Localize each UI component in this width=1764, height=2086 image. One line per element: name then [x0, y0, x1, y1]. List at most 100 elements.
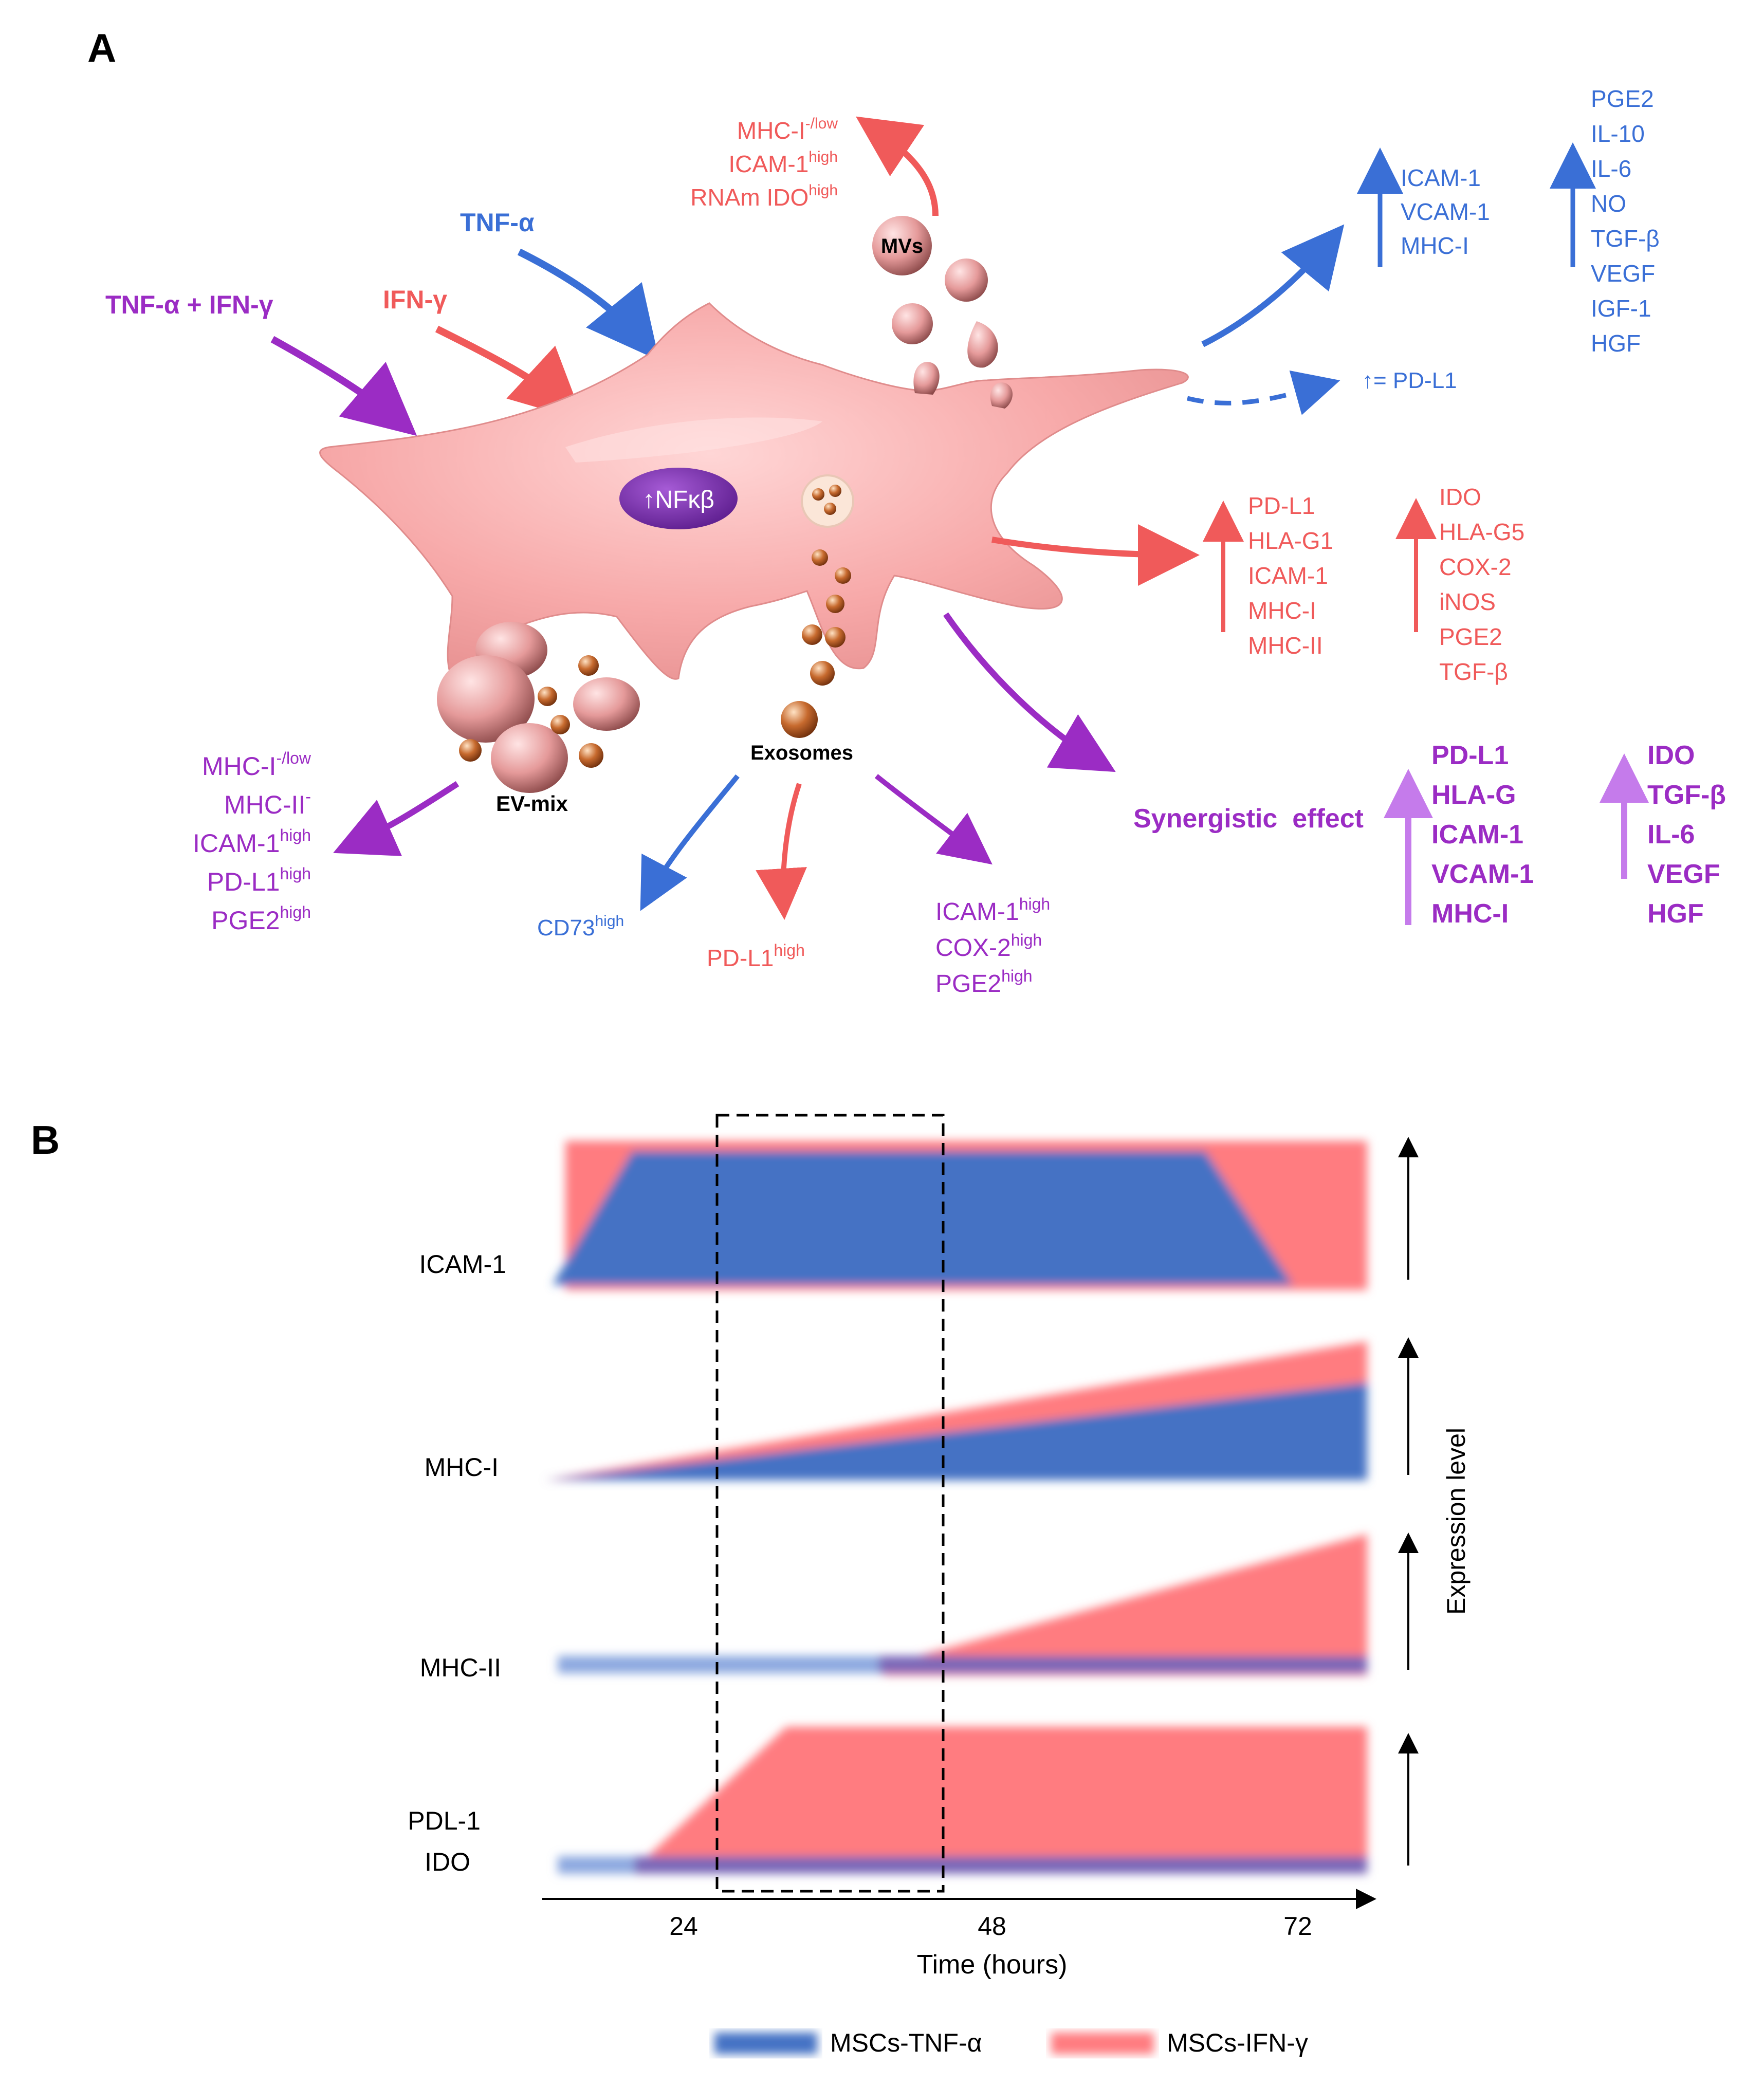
exosome-purple-list: ICAM-1high COX-2high PGE2high: [935, 895, 1050, 998]
stimulus-tnf-label: TNF-α: [460, 208, 535, 237]
ev-mix-exosome: [578, 655, 599, 676]
tnf-arrow: [517, 248, 659, 361]
x-axis-label: Time (hours): [917, 1950, 1068, 1980]
ifn-secreted-item: IDO: [1439, 484, 1481, 510]
ev-mix-vesicle: [437, 655, 535, 743]
cell-highlight: [565, 417, 822, 463]
ev-mix-item: PGE2high: [211, 903, 311, 935]
mhc1-band: [545, 1341, 1367, 1480]
mvs-item: ICAM-1high: [728, 149, 838, 177]
combo-arrow: [270, 336, 417, 436]
ifn-output-arrow: [991, 524, 1200, 586]
panel-a-label: A: [87, 25, 116, 70]
ev-mix-label: EV-mix: [496, 791, 568, 816]
exosome: [835, 567, 851, 584]
exosome: [810, 661, 835, 686]
pdl1-ido-red-area: [632, 1727, 1367, 1873]
icam1-band: [553, 1141, 1367, 1290]
legend-swatch-tnf: [714, 2033, 817, 2054]
icam1-blue-area: [553, 1151, 1293, 1285]
ev-mix-item: ICAM-1high: [193, 826, 311, 858]
mv-vesicle-large: [872, 216, 932, 275]
synergy-label: Synergistic effect: [1133, 804, 1364, 834]
tnf-secreted-item: PGE2: [1591, 85, 1654, 112]
mv-vesicle: [945, 259, 988, 302]
mhc2-light-blue-area: [558, 1656, 887, 1673]
ev-mix-exosome: [459, 739, 482, 762]
synergy-surface-list: PD-L1 HLA-G ICAM-1 VCAM-1 MHC-I: [1431, 741, 1534, 929]
mvs-label: MVs: [881, 235, 923, 257]
tnf-secreted-item: VEGF: [1591, 260, 1655, 287]
synergy-secreted-item: IL-6: [1647, 820, 1695, 850]
ev-mix-vesicle: [573, 677, 640, 731]
ev-mix-item: PD-L1high: [207, 864, 311, 896]
mvs-item: MHC-I-/low: [737, 115, 838, 144]
synergy-surface-item: MHC-I: [1431, 899, 1509, 929]
ev-mix-exosome: [538, 687, 557, 706]
synergy-secreted-item: IDO: [1647, 741, 1695, 770]
tnf-secreted-item: IL-6: [1591, 155, 1631, 182]
mvs-marker-list: MHC-I-/low ICAM-1high RNAm IDOhigh: [690, 115, 838, 211]
ifn-secreted-item: COX-2: [1439, 553, 1512, 580]
mhc2-band: [558, 1534, 1367, 1675]
tnf-surface-item: MHC-I: [1401, 232, 1469, 259]
pdl1-ido-band: [558, 1727, 1367, 1874]
synergy-surface-item: VCAM-1: [1431, 859, 1534, 889]
y-axis-label: Expression level: [1442, 1428, 1471, 1615]
mhc1-blue-area: [545, 1382, 1367, 1480]
tnf-secreted-item: NO: [1591, 190, 1626, 217]
exosome-purple-arrow: [874, 774, 993, 865]
nucleus: [619, 468, 738, 529]
tnf-secreted-item: IL-10: [1591, 120, 1645, 147]
exosome: [812, 549, 828, 566]
synergy-secreted-list: IDO TGF-β IL-6 VEGF HGF: [1647, 741, 1726, 929]
ev-mix-exosome: [550, 715, 570, 734]
exosome: [825, 627, 846, 648]
ifn-arrow: [435, 325, 584, 421]
exosome-red-label: PD-L1high: [707, 941, 805, 971]
ev-mix-item: MHC-II-: [224, 787, 311, 819]
exosome: [781, 701, 818, 738]
stimulus-combo-label: TNF-α + IFN-γ: [105, 290, 273, 319]
row-label-pdl1: PDL-1: [408, 1806, 481, 1835]
ifn-surface-list: PD-L1 HLA-G1 ICAM-1 MHC-I MHC-II: [1248, 492, 1333, 659]
legend-label-ifn: MSCs-IFN-γ: [1167, 2028, 1308, 2057]
ev-mix-list: MHC-I-/low MHC-II- ICAM-1high PD-L1high …: [193, 749, 311, 935]
row-label-ido: IDO: [425, 1848, 470, 1876]
mv-bud: [990, 382, 1013, 409]
ifn-secreted-item: PGE2: [1439, 623, 1502, 650]
ifn-surface-item: MHC-I: [1248, 597, 1316, 624]
ifn-secreted-item: HLA-G5: [1439, 519, 1524, 545]
internal-exosome: [829, 485, 841, 497]
ifn-surface-item: MHC-II: [1248, 632, 1323, 659]
ifn-secreted-item: iNOS: [1439, 588, 1496, 615]
mhc2-red-area: [884, 1534, 1367, 1675]
msc-cell-body: [319, 302, 1189, 680]
mv-vesicle-drop: [967, 321, 998, 368]
synergy-surface-item: HLA-G: [1431, 780, 1516, 810]
ifn-surface-item: PD-L1: [1248, 492, 1315, 519]
exosome-red-arrow: [756, 783, 807, 920]
x-tick-48: 48: [978, 1912, 1006, 1941]
panel-b-label: B: [31, 1117, 60, 1162]
tnf-secreted-list: PGE2 IL-10 IL-6 NO TGF-β VEGF IGF-1 HGF: [1591, 85, 1660, 357]
tnf-secreted-item: TGF-β: [1591, 225, 1660, 252]
exosomes-label: Exosomes: [750, 742, 853, 764]
ifn-secreted-list: IDO HLA-G5 COX-2 iNOS PGE2 TGF-β: [1439, 484, 1524, 685]
mvs-arrow: [856, 116, 939, 216]
ifn-secreted-item: TGF-β: [1439, 658, 1508, 685]
exosome-blue-arrow: [640, 774, 740, 911]
internal-exosome: [824, 503, 836, 515]
tnf-secreted-item: IGF-1: [1591, 295, 1651, 322]
exosome-blue-label: CD73high: [537, 913, 624, 940]
pdl1-ido-blue-area: [635, 1856, 1367, 1874]
nucleus-label: ↑NFκβ: [642, 486, 714, 513]
row-label-mhc2: MHC-II: [420, 1653, 501, 1682]
tnf-secreted-item: HGF: [1591, 330, 1641, 357]
stimulus-ifn-label: IFN-γ: [383, 285, 447, 314]
synergy-arrow: [943, 612, 1116, 772]
exosome: [802, 624, 822, 645]
mvs-item: RNAm IDOhigh: [690, 182, 838, 211]
ifn-surface-item: ICAM-1: [1248, 562, 1328, 589]
